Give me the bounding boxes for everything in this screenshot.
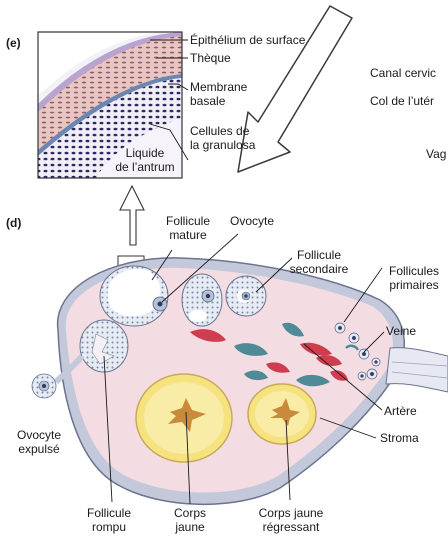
label-vein: Veine: [386, 324, 416, 338]
label-primary-follicles: Follicules primaires: [380, 264, 448, 292]
label-primary-line2: primaires: [389, 278, 438, 292]
label-ruptured-follicle: Follicule rompu: [74, 506, 144, 534]
label-antrum-line1: Liquide: [126, 146, 165, 160]
label-theca: Thèque: [190, 51, 231, 65]
label-surface-epithelium: Épithélium de surface: [190, 33, 305, 47]
label-primary-line1: Follicules: [389, 264, 439, 278]
label-secondary-follicle: Follicule secondaire: [284, 248, 354, 276]
label-ovocyte: Ovocyte: [230, 214, 274, 228]
panel-d-label: (d): [6, 216, 21, 230]
label-expelled-line1: Ovocyte: [17, 428, 61, 442]
label-corpus-line2: jaune: [175, 520, 204, 534]
panel-e-label: (e): [6, 36, 21, 50]
label-cervical-canal: Canal cervic: [370, 66, 436, 80]
label-vagina: Vag: [426, 147, 446, 161]
label-ruptured-line1: Follicule: [87, 506, 131, 520]
zoom-arrow: [120, 186, 144, 245]
label-basal-membrane-line1: Membrane: [190, 80, 247, 94]
corpus-luteum: [136, 374, 232, 462]
label-granulosa-line1: Cellules de: [190, 124, 249, 138]
ligament: [386, 348, 448, 392]
label-granulosa-cells: Cellules de la granulosa: [190, 124, 255, 152]
label-cervix: Col de l’utér: [370, 94, 434, 108]
label-ruptured-line2: rompu: [92, 520, 126, 534]
label-stroma: Stroma: [380, 431, 419, 445]
label-granulosa-line2: la granulosa: [190, 138, 255, 152]
label-artery: Artère: [384, 404, 417, 418]
label-regressing-line1: Corps jaune: [259, 506, 324, 520]
label-antrum-fluid: Liquide de l’antrum: [106, 146, 184, 174]
label-secondary-line1: Follicule: [297, 248, 341, 262]
label-mature-follicle: Follicule mature: [158, 214, 218, 242]
label-mature-line1: Follicule: [166, 214, 210, 228]
label-antrum-line2: de l’antrum: [115, 160, 174, 174]
mature-follicle: [100, 266, 168, 326]
label-regressing-line2: régressant: [263, 520, 320, 534]
regressing-corpus-luteum: [248, 384, 316, 444]
label-secondary-line2: secondaire: [290, 262, 349, 276]
secondary-follicle-left: [182, 274, 222, 326]
label-mature-line2: mature: [169, 228, 206, 242]
label-expelled-ovocyte: Ovocyte expulsé: [8, 428, 70, 456]
label-basal-membrane-line2: basale: [190, 94, 225, 108]
label-regressing-corpus-luteum: Corps jaune régressant: [248, 506, 334, 534]
label-expelled-line2: expulsé: [18, 442, 59, 456]
label-basal-membrane: Membrane basale: [190, 80, 247, 108]
label-corpus-luteum: Corps jaune: [160, 506, 220, 534]
secondary-follicle: [226, 276, 266, 316]
label-corpus-line1: Corps: [174, 506, 206, 520]
